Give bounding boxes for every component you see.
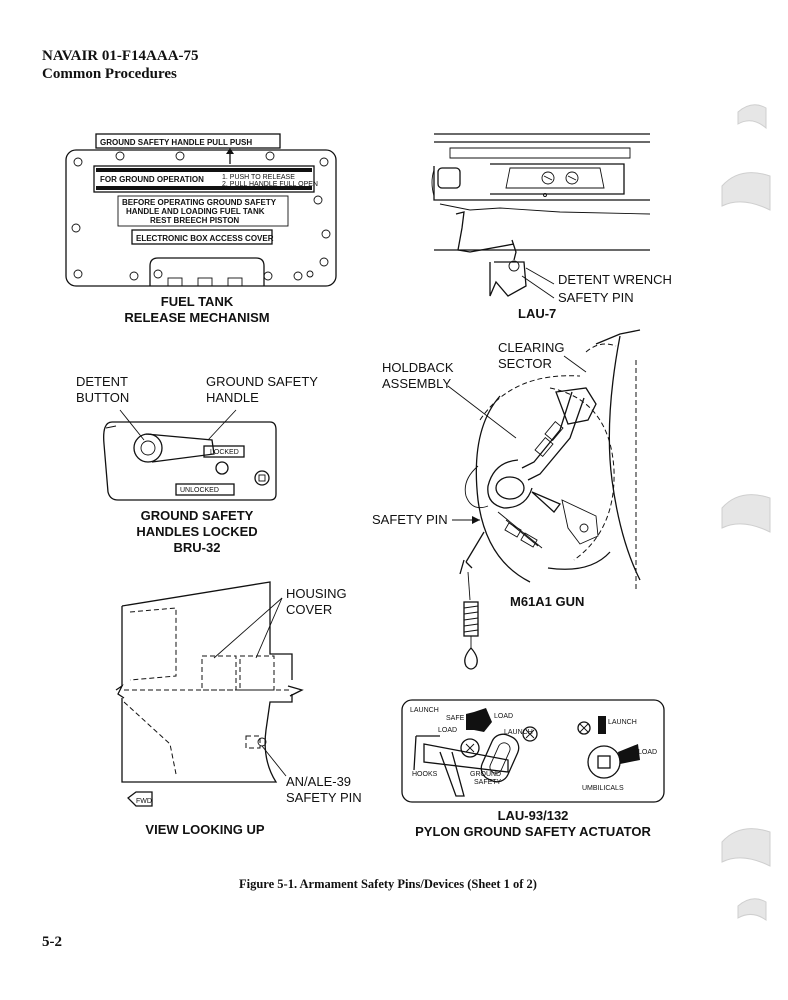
load-label-3: LOAD xyxy=(638,749,657,756)
gun-safety-pin-label: SAFETY PIN xyxy=(372,512,448,527)
ale-safety-pin-label: SAFETY PIN xyxy=(286,790,362,805)
fwd-label: FWD xyxy=(136,798,152,805)
clearing-label: CLEARING xyxy=(498,340,564,355)
hooks-label: HOOKS xyxy=(412,771,438,778)
detent-label-2: BUTTON xyxy=(76,390,129,405)
unlocked-label: UNLOCKED xyxy=(180,487,219,494)
ale-39-label: AN/ALE-39 xyxy=(286,774,351,789)
lau-93-title: LAU-93/132 xyxy=(498,808,569,823)
umbilicals-label: UMBILICALS xyxy=(582,785,624,792)
panel-screws xyxy=(71,151,331,281)
bru-32-diagram: DETENT BUTTON GROUND SAFETY HANDLE LOCKE… xyxy=(76,374,318,555)
lau-7-diagram: DETENT WRENCH SAFETY PIN LAU-7 xyxy=(431,133,672,321)
figure-caption: Figure 5-1. Armament Safety Pins/Devices… xyxy=(239,877,537,891)
lau-93-actuator-diagram: LAUNCH SAFE LOAD LOAD LAUNCH LAUNCH LOAD… xyxy=(401,699,665,839)
safe-label: SAFE xyxy=(446,715,465,722)
fuel-tank-release-diagram: GROUND SAFETY HANDLE PULL PUSH FOR GROUN… xyxy=(65,133,337,325)
detent-wrench-label: DETENT WRENCH xyxy=(558,272,672,287)
ground-label: GROUND xyxy=(470,771,501,778)
view-looking-up-title: VIEW LOOKING UP xyxy=(145,822,265,837)
ground-safety-handle-label-2: HANDLE xyxy=(206,390,259,405)
m61a1-gun-title: M61A1 GUN xyxy=(510,594,584,609)
binder-holes xyxy=(721,104,771,921)
launch-label-1: LAUNCH xyxy=(410,707,439,714)
cover-label: COVER xyxy=(286,602,332,617)
housing-label: HOUSING xyxy=(286,586,347,601)
before-line-2: HANDLE AND LOADING FUEL TANK xyxy=(126,207,265,216)
step-2-text: 2. PULL HANDLE FULL OPEN xyxy=(222,181,318,188)
m61a1-gun-diagram: CLEARING SECTOR HOLDBACK ASSEMBLY SAFETY… xyxy=(372,329,641,670)
safety-label: SAFETY xyxy=(474,779,502,786)
bru-title-3: BRU-32 xyxy=(174,540,221,555)
before-line-3: REST BREECH PISTON xyxy=(150,216,239,225)
document-id: NAVAIR 01-F14AAA-75 xyxy=(42,48,199,64)
launch-label-2: LAUNCH xyxy=(504,729,533,736)
ground-safety-handle-label-1: GROUND SAFETY xyxy=(206,374,318,389)
pylon-actuator-title: PYLON GROUND SAFETY ACTUATOR xyxy=(415,824,651,839)
placard-top-text: GROUND SAFETY HANDLE PULL PUSH xyxy=(100,138,252,147)
fuel-tank-title-2: RELEASE MECHANISM xyxy=(124,310,269,325)
bru-title-2: HANDLES LOCKED xyxy=(136,524,257,539)
fuel-tank-title-1: FUEL TANK xyxy=(161,294,234,309)
bru-title-1: GROUND SAFETY xyxy=(141,508,254,523)
push-arrow-icon xyxy=(226,148,234,154)
before-line-1: BEFORE OPERATING GROUND SAFETY xyxy=(122,198,277,207)
page-number: 5-2 xyxy=(42,934,62,950)
fwd-arrow-icon xyxy=(127,791,153,807)
assembly-label: ASSEMBLY xyxy=(382,376,451,391)
load-label-2: LOAD xyxy=(494,713,513,720)
load-label-1: LOAD xyxy=(438,727,457,734)
view-looking-up-diagram: HOUSING COVER AN/ALE-39 SAFETY PIN FWD V… xyxy=(115,581,362,837)
locked-label: LOCKED xyxy=(210,449,239,456)
ground-operation-text: FOR GROUND OPERATION xyxy=(100,175,204,184)
sector-label: SECTOR xyxy=(498,356,552,371)
holdback-label: HOLDBACK xyxy=(382,360,454,375)
section-title: Common Procedures xyxy=(42,66,177,82)
lau-7-title: LAU-7 xyxy=(518,306,556,321)
electronic-box-text: ELECTRONIC BOX ACCESS COVER xyxy=(136,234,274,243)
launch-label-3: LAUNCH xyxy=(608,719,637,726)
lau7-safety-pin-label: SAFETY PIN xyxy=(558,290,634,305)
step-1-text: 1. PUSH TO RELEASE xyxy=(222,174,295,181)
detent-label-1: DETENT xyxy=(76,374,128,389)
